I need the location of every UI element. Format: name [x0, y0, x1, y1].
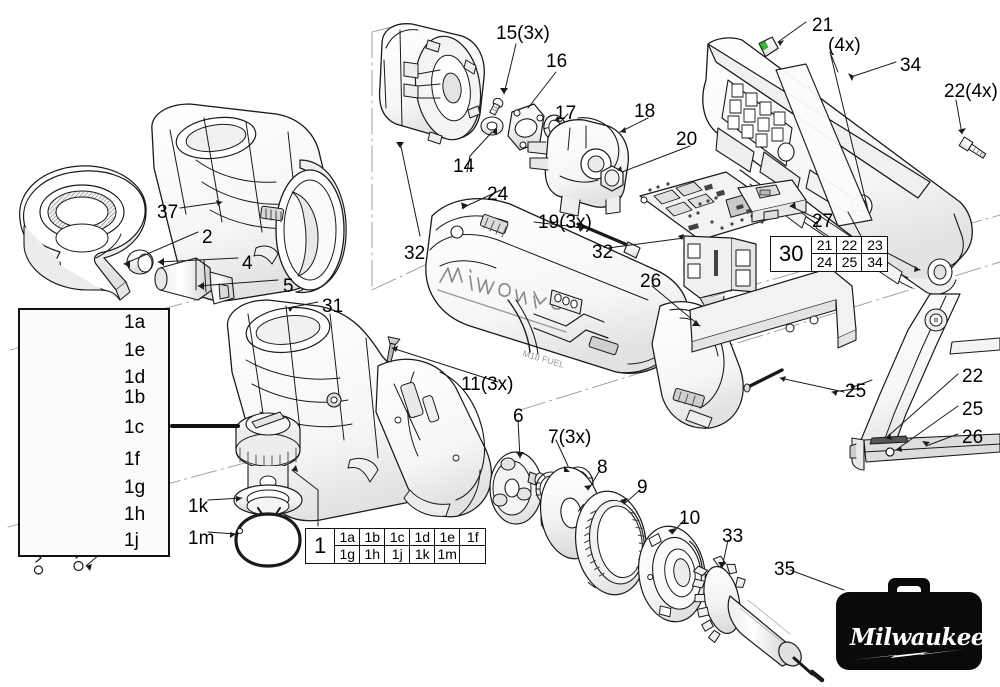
inset-panel-part-1 — [18, 308, 170, 557]
legend-key: 1 — [306, 529, 336, 563]
legend-row: 1g 1h 1j 1k 1m — [335, 546, 485, 563]
legend-row: 1a 1b 1c 1d 1e 1f — [335, 529, 486, 546]
callout-16: 16 — [546, 51, 568, 72]
legend-grid: 1a 1b 1c 1d 1e 1f 1g 1h 1j 1k 1m — [335, 529, 486, 563]
callout-22: 22 — [962, 366, 984, 387]
callout-37: 37 — [157, 202, 179, 223]
callout-17: 17 — [555, 103, 577, 124]
callout-32: 32 — [592, 242, 614, 263]
callout-4: 4 — [242, 253, 253, 274]
legend-cell — [460, 546, 485, 563]
callout-18: 18 — [634, 101, 656, 122]
callout-1h: 1h — [124, 504, 146, 525]
callout-27: 27 — [812, 211, 834, 232]
lightning-bolt-icon — [852, 649, 966, 660]
callout-1a: 1a — [124, 312, 146, 333]
legend-cell: 23 — [862, 237, 888, 254]
callout-153x: 15(3x) — [496, 23, 550, 44]
legend-cell: 1f — [460, 529, 486, 546]
legend-cell: 1h — [360, 546, 386, 563]
callout-1c: 1c — [124, 417, 145, 438]
callout-1f: 1f — [124, 449, 140, 470]
callout-20: 20 — [676, 129, 698, 150]
callout-33: 33 — [722, 526, 744, 547]
legend-cell: 22 — [837, 237, 863, 254]
callout-21: 21 — [812, 15, 834, 36]
legend-cell: 24 — [812, 254, 838, 271]
callout-113x: 11(3x) — [461, 374, 514, 395]
case-body: Milwaukee — [836, 592, 986, 670]
legend-table-part-30: 30 21 22 23 24 25 34 — [770, 236, 889, 272]
callout-24: 24 — [487, 184, 509, 205]
callout-6: 6 — [513, 406, 524, 427]
callout-1d: 1d — [124, 367, 146, 388]
callout-1j: 1j — [124, 530, 139, 551]
legend-row: 24 25 34 — [812, 254, 887, 271]
callout-32: 32 — [404, 243, 426, 264]
milwaukee-case-icon: Milwaukee — [836, 578, 986, 670]
legend-cell: 1a — [335, 529, 361, 546]
legend-cell: 1e — [435, 529, 461, 546]
callout-26: 26 — [962, 427, 984, 448]
callout-73x: 7(3x) — [548, 427, 592, 448]
legend-table-part-1: 1 1a 1b 1c 1d 1e 1f 1g 1h 1j 1k 1m — [305, 528, 487, 564]
callout-25: 25 — [962, 399, 984, 420]
legend-cell: 1g — [335, 546, 361, 563]
callout-1g: 1g — [124, 477, 146, 498]
legend-cell: 34 — [867, 254, 883, 270]
callout-9: 9 — [637, 477, 648, 498]
callout-1k: 1k — [188, 496, 209, 517]
legend-cell: 1c — [385, 529, 411, 546]
callout-25: 25 — [845, 381, 867, 402]
legend-cell: 1b — [360, 529, 386, 546]
callout-8: 8 — [597, 457, 608, 478]
callout-224x: 22(4x) — [944, 81, 998, 102]
callout-1m: 1m — [188, 528, 215, 549]
legend-cell: 1d — [410, 529, 436, 546]
legend-key: 30 — [771, 237, 813, 271]
legend-cell: 1k — [410, 546, 436, 563]
callout-1b: 1b — [124, 387, 146, 408]
callout-10: 10 — [679, 508, 701, 529]
milwaukee-wordmark: Milwaukee — [850, 624, 986, 651]
callout-1e: 1e — [124, 340, 146, 361]
legend-cell: 21 — [812, 237, 838, 254]
callout-2: 2 — [202, 227, 213, 248]
legend-cell: 1j — [385, 546, 411, 563]
legend-row: 21 22 23 — [812, 237, 888, 254]
callout-193x: 19(3x) — [538, 212, 592, 233]
legend-cell: 25 — [837, 254, 863, 271]
callout-4x: (4x) — [828, 35, 861, 56]
callout-35: 35 — [774, 559, 796, 580]
legend-cell: 1m — [435, 546, 461, 563]
callout-14: 14 — [453, 156, 475, 177]
callout-34: 34 — [900, 55, 922, 76]
callout-31: 31 — [322, 296, 344, 317]
callout-5: 5 — [283, 276, 294, 297]
callout-26: 26 — [640, 271, 662, 292]
legend-grid: 21 22 23 24 25 34 — [812, 237, 888, 271]
